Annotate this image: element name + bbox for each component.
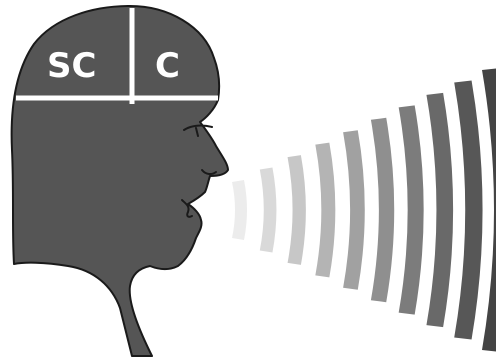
sound-wave-arc <box>232 180 247 240</box>
sound-wave-arc <box>454 80 482 339</box>
head-shape <box>12 6 228 356</box>
sound-wave-arc <box>343 130 365 290</box>
sound-wave-arc <box>482 68 496 352</box>
sound-wave-arc <box>399 105 424 314</box>
sound-wave-arc <box>260 168 277 253</box>
label-c: C <box>155 46 180 86</box>
sound-wave-arc <box>426 93 453 327</box>
sound-wave-arc <box>315 143 335 278</box>
sound-wave-arc <box>288 155 306 265</box>
sound-wave-arc <box>371 118 394 302</box>
head-silhouette <box>12 6 228 356</box>
label-sc: SC <box>47 46 96 86</box>
sound-waves <box>232 68 496 352</box>
